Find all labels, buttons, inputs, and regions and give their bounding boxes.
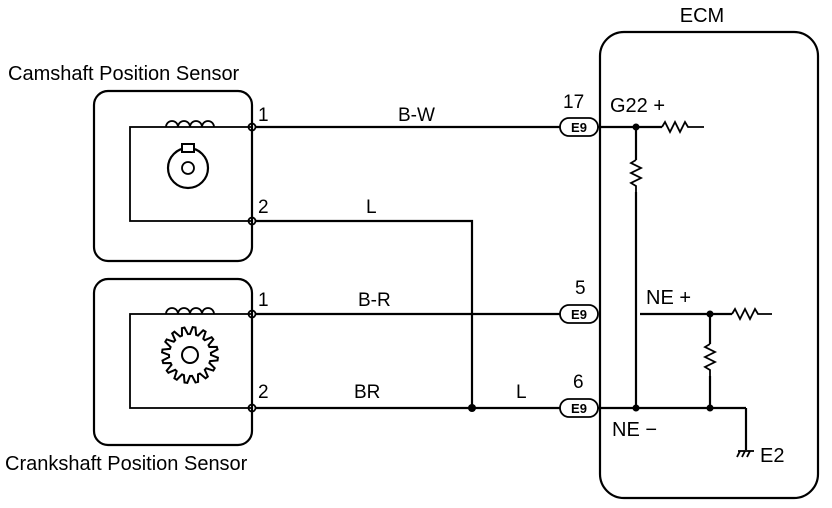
wire-junction-dot — [468, 404, 476, 412]
ecm-terminal-label: NE + — [646, 287, 691, 309]
ne-minus-node — [632, 404, 640, 412]
crankshaft-sensor: Crankshaft Position Sensor 1 2 — [5, 277, 269, 475]
ecm-pin-number: 6 — [573, 372, 584, 393]
crankshaft-pin1-label: 1 — [258, 290, 269, 311]
wire-to-ecm-pin6-color: L — [516, 382, 527, 403]
ecm-pin-number: 5 — [575, 278, 586, 299]
wire-cam-pin2 — [255, 219, 474, 408]
ecm-title: ECM — [680, 5, 724, 27]
ecm-terminal-label: NE − — [612, 419, 657, 441]
camshaft-rotor-hub — [181, 161, 195, 175]
wire-crank-pin2-color: BR — [354, 382, 380, 403]
ecm-connector-6: 6 E9 NE − — [559, 372, 657, 441]
g22-pull-resistor-icon — [628, 159, 644, 192]
camshaft-rotor-icon — [166, 146, 210, 190]
gear-hub — [181, 346, 199, 364]
connector-label: E9 — [571, 120, 587, 135]
wire-crank-pin1-color: B-R — [358, 290, 391, 311]
camshaft-sensor-inner — [129, 126, 253, 222]
ecm-box — [598, 30, 820, 500]
ne-pull-resistor-icon — [702, 343, 718, 376]
connector-label: E9 — [571, 307, 587, 322]
camshaft-sensor-title: Camshaft Position Sensor — [8, 63, 240, 85]
ecm-pin-number: 17 — [563, 92, 584, 113]
crankshaft-coil-icon — [165, 307, 215, 315]
crankshaft-sensor-inner — [129, 313, 253, 409]
camshaft-sensor-housing — [92, 89, 254, 263]
camshaft-coil-icon — [165, 120, 215, 128]
ecm-connector-5: 5 E9 NE + — [559, 278, 691, 324]
ecm-terminal-label: G22 + — [610, 95, 665, 117]
connector-label: E9 — [571, 401, 587, 416]
crankshaft-sensor-title: Crankshaft Position Sensor — [5, 453, 248, 475]
ne-plus-resistor-icon — [731, 306, 772, 322]
ground-label: E2 — [760, 445, 784, 467]
wire-cam-pin2-color: L — [366, 197, 377, 218]
crankshaft-pin2-label: 2 — [258, 382, 269, 403]
camshaft-rotor-key — [181, 143, 195, 153]
ne-minus-node-right — [706, 404, 714, 412]
camshaft-sensor: Camshaft Position Sensor 1 2 — [8, 63, 269, 263]
crankshaft-gear-icon — [160, 325, 220, 385]
camshaft-pin2-label: 2 — [258, 197, 269, 218]
connector-badge — [559, 304, 599, 324]
camshaft-pin1-label: 1 — [258, 105, 269, 126]
ground-icon — [736, 450, 754, 458]
wire-cam-pin1-color: B-W — [398, 105, 435, 126]
ecm-connector-17: 17 E9 G22 + — [559, 92, 665, 137]
g22-resistor-icon — [661, 119, 704, 135]
